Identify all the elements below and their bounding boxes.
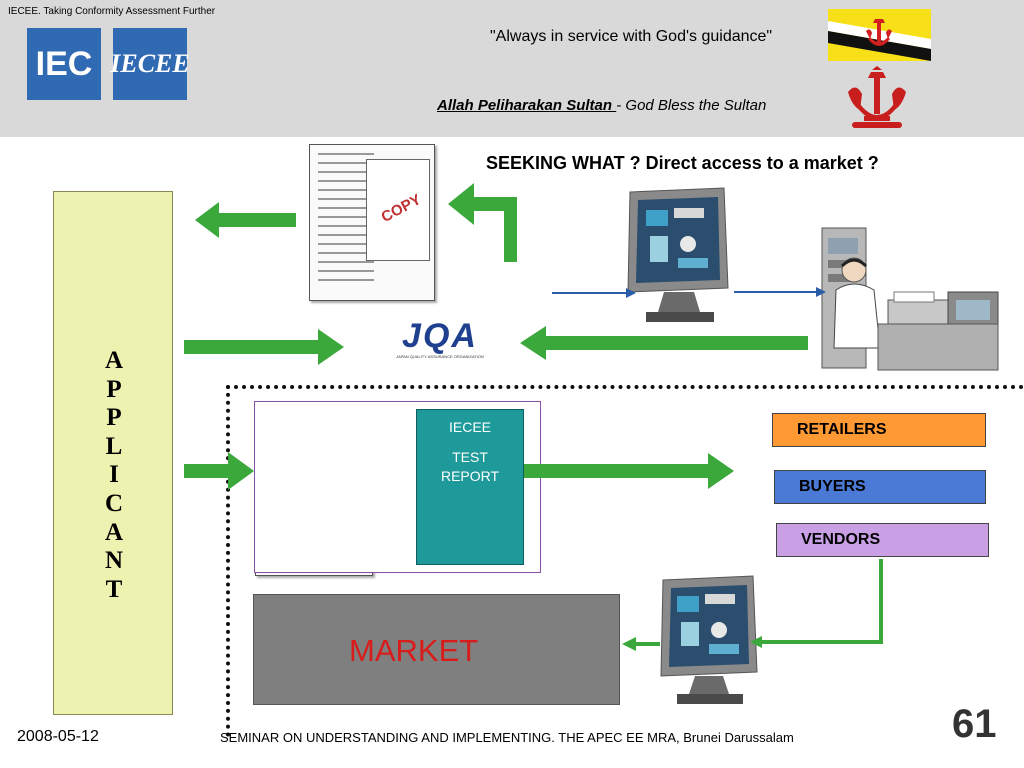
applicant-letter: T xyxy=(105,575,123,603)
footer-date: 2008-05-12 xyxy=(17,728,99,745)
iecee-test-report-box: IECEE TEST REPORT xyxy=(416,409,524,565)
test-report-line-1: IECEE xyxy=(448,419,491,435)
test-report-line-2: TEST REPORT xyxy=(440,449,500,484)
applicant-letter: A xyxy=(104,347,124,374)
vendor-to-monitor-line xyxy=(760,559,883,644)
retailers-box: RETAILERS xyxy=(772,413,986,447)
arrow-applicant-to-report xyxy=(184,452,254,490)
arrow-to-applicant xyxy=(195,202,296,238)
blue-arrowhead-right xyxy=(816,287,826,297)
applicant-letter: N xyxy=(104,547,124,575)
applicant-letter: P xyxy=(106,404,122,432)
arrow-applicant-to-jqa xyxy=(184,329,344,365)
applicant-letter: P xyxy=(106,375,122,403)
market-label: MARKET xyxy=(349,633,479,668)
operator-console-icon xyxy=(821,227,999,371)
applicant-letter: A xyxy=(104,518,124,546)
buyers-box: BUYERS xyxy=(774,470,986,504)
brunei-flag-icon xyxy=(828,9,931,61)
jqa-logo: JQA JAPAN QUALITY ASSURANCE ORGANIZATION xyxy=(381,318,499,359)
vendor-to-monitor-arrowhead xyxy=(750,636,762,648)
iec-logo: IEC xyxy=(27,28,101,100)
motto-text: "Always in service with God's guidance" xyxy=(490,28,773,45)
arrow-certificate-return xyxy=(448,183,517,262)
subtitle-english: - God Bless the Sultan xyxy=(616,97,767,114)
page-number: 61 xyxy=(952,702,997,746)
computer-monitor-icon-2 xyxy=(660,575,758,704)
iecee-logo: IECEE xyxy=(110,28,190,100)
header-caption: IECEE. Taking Conformity Assessment Furt… xyxy=(8,6,216,17)
applicant-letter: L xyxy=(105,432,123,460)
monitor-to-market-arrowhead xyxy=(622,637,636,651)
seeking-question: SEEKING WHAT ? Direct access to a market… xyxy=(486,153,879,173)
footer-seminar-title: SEMINAR ON UNDERSTANDING AND IMPLEMENTIN… xyxy=(220,730,794,745)
market-box: MARKET xyxy=(253,594,620,705)
subtitle-text: Allah Peliharakan Sultan - God Bless the… xyxy=(437,97,766,114)
jqa-logo-text: JQA xyxy=(402,317,478,355)
dotted-boundary xyxy=(226,385,1024,737)
vendors-box: VENDORS xyxy=(776,523,989,557)
arrow-report-to-stakeholders xyxy=(524,453,734,489)
test-certificate-document: COPY xyxy=(309,144,435,301)
applicant-letter: C xyxy=(104,489,124,517)
jqa-tagline: JAPAN QUALITY ASSURANCE ORGANIZATION xyxy=(396,354,484,359)
brunei-emblem-icon xyxy=(848,66,906,128)
computer-monitor-icon xyxy=(627,187,729,322)
blue-arrowhead-left xyxy=(626,288,636,298)
arrow-monitor-to-jqa xyxy=(520,326,808,360)
applicant-letter: I xyxy=(109,461,119,489)
subtitle-malay: Allah Peliharakan Sultan xyxy=(437,97,617,114)
